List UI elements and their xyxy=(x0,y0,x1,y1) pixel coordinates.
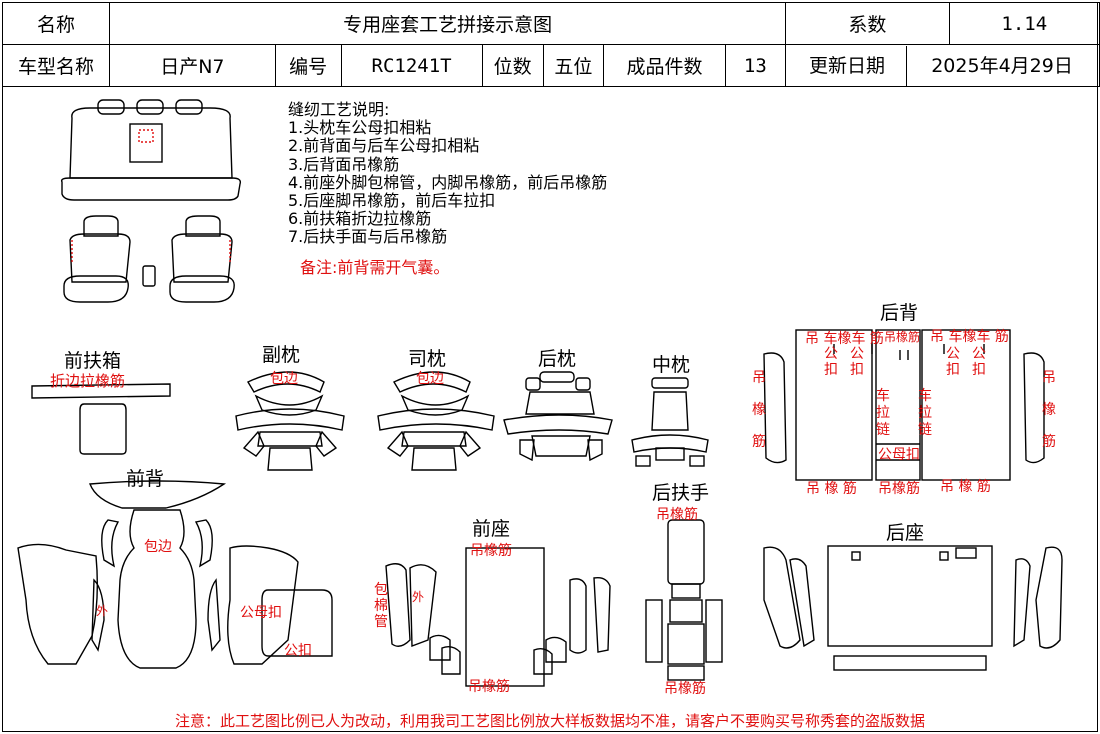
model-label: 车型名称 xyxy=(1,44,111,87)
rear-back-zipper-left: 车拉链 xyxy=(876,388,890,438)
footer-warning: 注意：此工艺图比例已人为改动，利用我司工艺图比例放大样板数据均不准，请客户不要购… xyxy=(174,712,925,730)
rear-headrest-pieces xyxy=(503,371,613,462)
note-item: 5.后座脚吊橡筋，前后车拉扣 xyxy=(288,191,496,211)
note-item: 7.后扶手面与后吊橡筋 xyxy=(288,227,448,247)
rubber-char: 橡 xyxy=(752,402,766,418)
date-cell: 更新日期 2025年4月29日 xyxy=(785,44,1100,87)
rear-back-side-right: 吊橡筋 xyxy=(1042,362,1056,458)
front-armbox-note: 折边拉橡筋 xyxy=(50,372,126,390)
model-value: 日产N7 xyxy=(109,44,276,87)
date-value: 2025年4月29日 xyxy=(931,54,1073,77)
front-seat-cotton-tube: 包棉管 xyxy=(374,582,388,630)
front-armbox-label: 前扶箱 xyxy=(64,350,122,372)
tendon-char: 筋 xyxy=(1042,434,1056,450)
rear-back-zipper-right: 车拉链 xyxy=(918,388,932,438)
rear-back-bottom-right: 吊 橡 筋 xyxy=(940,479,991,495)
rubber-char: 橡 xyxy=(1042,402,1056,418)
code-value: RC1241T xyxy=(340,44,483,87)
rear-back-pieces xyxy=(763,329,1045,481)
driver-headrest-binding: 包边 xyxy=(416,371,444,387)
seats-value: 五位 xyxy=(542,44,605,87)
front-seat-top-elastic: 吊橡筋 xyxy=(470,543,512,559)
rear-armrest-top-elastic: 吊橡筋 xyxy=(656,507,698,523)
rear-seat-label: 后座 xyxy=(886,522,925,544)
rear-back-side-left: 吊橡筋 xyxy=(752,362,766,458)
front-seat-sketch xyxy=(63,215,235,303)
driver-headrest-pieces xyxy=(377,371,495,471)
sewing-notes: 缝纫工艺说明: 1.头枕车公母扣相粘 2.前背面与后车公母扣相粘 3.后背面吊橡… xyxy=(288,100,608,247)
note-item: 3.后背面吊橡筋 xyxy=(288,154,400,174)
front-seat-pieces xyxy=(385,547,611,687)
note-item: 1.头枕车公母扣相粘 xyxy=(288,118,432,138)
front-seat-label: 前座 xyxy=(472,518,511,540)
rear-back-top-far: 吊 车橡车 筋 xyxy=(930,329,1009,345)
rear-armrest-bottom-elastic: 吊橡筋 xyxy=(664,681,706,697)
rear-back-top-right: 吊橡筋 xyxy=(884,330,921,344)
hang-char: 吊 xyxy=(1042,370,1056,386)
rear-seat-pieces xyxy=(763,545,1063,671)
rear-back-top-left: 吊 车橡车 筋 xyxy=(805,331,884,347)
seats-label: 位数 xyxy=(481,44,544,87)
rear-back-label: 后背 xyxy=(880,302,919,324)
notes-title: 缝纫工艺说明: xyxy=(288,100,390,119)
note-item: 6.前扶箱折边拉橡筋 xyxy=(288,209,432,229)
note-item: 2.前背面与后车公母扣相粘 xyxy=(288,136,480,156)
passenger-headrest-label: 副枕 xyxy=(262,344,301,366)
front-seat-bottom-elastic: 吊橡筋 xyxy=(468,679,510,695)
rear-back-bottom-mid: 吊橡筋 xyxy=(878,481,920,497)
pieces-value: 13 xyxy=(724,44,787,87)
front-back-male-buckle: 公扣 xyxy=(284,643,312,659)
rear-back-male-right2: 公扣 xyxy=(972,346,986,378)
hang-char: 吊 xyxy=(752,370,766,386)
driver-headrest-label: 司枕 xyxy=(408,348,447,370)
passenger-headrest-pieces xyxy=(235,371,345,471)
rear-back-bottom-left: 吊 橡 筋 xyxy=(806,481,857,497)
rear-seat-sketch xyxy=(60,99,242,201)
front-back-outer: 外 xyxy=(96,604,109,618)
middle-headrest-pieces xyxy=(631,377,709,467)
note-item: 4.前座外脚包棉管，内脚吊橡筋，前后吊橡筋 xyxy=(288,172,608,192)
front-back-label: 前背 xyxy=(126,468,165,490)
front-back-binding: 包边 xyxy=(144,539,172,555)
date-label: 更新日期 xyxy=(788,45,908,86)
rear-headrest-label: 后枕 xyxy=(538,348,577,370)
notes-remark: 备注:前背需开气囊。 xyxy=(300,258,450,277)
front-seat-outer: 外 xyxy=(412,590,425,604)
pieces-label: 成品件数 xyxy=(603,44,726,87)
header-table: 名称 专用座套工艺拼接示意图 系数 1.14 车型名称 日产N7 编号 RC12… xyxy=(1,2,1100,87)
rear-back-male-right: 公扣 xyxy=(946,346,960,378)
rear-back-mid-buckle: 公母扣 xyxy=(878,447,920,463)
front-back-pieces xyxy=(17,480,333,669)
tendon-char: 筋 xyxy=(752,434,766,450)
rear-armrest-pieces xyxy=(645,519,723,681)
rear-back-male-left: 公扣 xyxy=(824,346,838,378)
drawing-title: 专用座套工艺拼接示意图 xyxy=(109,2,787,45)
front-armbox-pieces xyxy=(31,383,171,455)
rear-back-male-left2: 公扣 xyxy=(850,346,864,378)
rear-armrest-label: 后扶手 xyxy=(652,482,710,504)
middle-headrest-label: 中枕 xyxy=(652,354,691,376)
front-back-buckle: 公母扣 xyxy=(240,605,282,621)
passenger-headrest-binding: 包边 xyxy=(270,371,298,387)
